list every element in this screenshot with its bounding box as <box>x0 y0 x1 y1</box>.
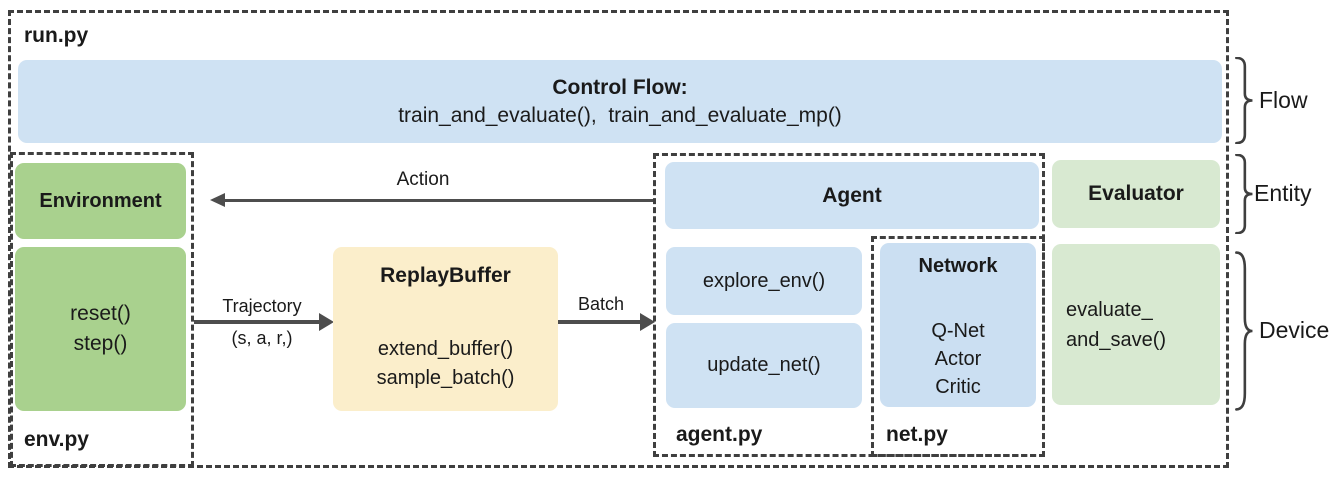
net-module-box <box>871 236 1045 457</box>
update-net-box: update_net() <box>666 323 862 408</box>
network-box: Network Q-Net Actor Critic <box>880 243 1036 407</box>
control-flow-title: Control Flow: <box>552 75 688 99</box>
replay-buffer-methods: extend_buffer() sample_batch() <box>376 338 515 389</box>
evaluator-box: Evaluator <box>1052 160 1220 228</box>
batch-arrow-head <box>640 313 655 331</box>
action-arrow-shaft <box>224 199 653 202</box>
entity-brace <box>1233 154 1255 234</box>
agent-box: Agent <box>665 162 1039 229</box>
environment-box: Environment <box>15 163 186 239</box>
network-list: Q-Net Actor Critic <box>931 320 985 398</box>
control-flow-bar: Control Flow: train_and_evaluate(), trai… <box>18 60 1222 143</box>
trajectory-arrow-label: Trajectory <box>222 296 302 316</box>
entity-brace-label: Entity <box>1254 180 1312 206</box>
trajectory-arrow-head <box>319 313 334 331</box>
trajectory-tuple-label: (s, a, r,) <box>231 328 293 348</box>
explore-env-method: explore_env() <box>702 269 826 292</box>
environment-methods-box: reset() step() <box>15 247 186 411</box>
update-net-method: update_net() <box>707 354 821 376</box>
flow-brace-label: Flow <box>1259 87 1308 113</box>
agent-module-label: agent.py <box>676 423 763 446</box>
trajectory-arrow-shaft <box>194 320 321 324</box>
run-module-label: run.py <box>24 24 89 47</box>
flow-brace <box>1233 57 1255 144</box>
network-title: Network <box>918 255 998 277</box>
environment-methods: reset() step() <box>70 302 131 355</box>
batch-arrow-shaft <box>558 320 642 324</box>
replay-buffer-box: ReplayBuffer extend_buffer() sample_batc… <box>333 247 558 411</box>
environment-title: Environment <box>39 189 162 212</box>
replay-buffer-title: ReplayBuffer <box>380 264 511 287</box>
batch-arrow-label: Batch <box>577 294 625 314</box>
run-module-box <box>8 10 1229 468</box>
control-flow-functions: train_and_evaluate(), train_and_evaluate… <box>398 103 842 127</box>
env-module-box <box>10 152 194 467</box>
net-module-label: net.py <box>886 423 948 446</box>
device-brace <box>1233 251 1255 411</box>
evaluator-title: Evaluator <box>1088 182 1184 205</box>
evaluate-and-save-box: evaluate_ and_save() <box>1052 244 1220 405</box>
action-arrow-head <box>210 193 225 207</box>
device-brace-label: Device <box>1259 317 1330 343</box>
env-module-label: env.py <box>24 428 89 451</box>
evaluate-and-save-method: evaluate_ and_save() <box>1066 298 1167 351</box>
agent-title: Agent <box>822 183 882 207</box>
action-arrow-label: Action <box>396 169 450 190</box>
explore-env-box: explore_env() <box>666 247 862 315</box>
